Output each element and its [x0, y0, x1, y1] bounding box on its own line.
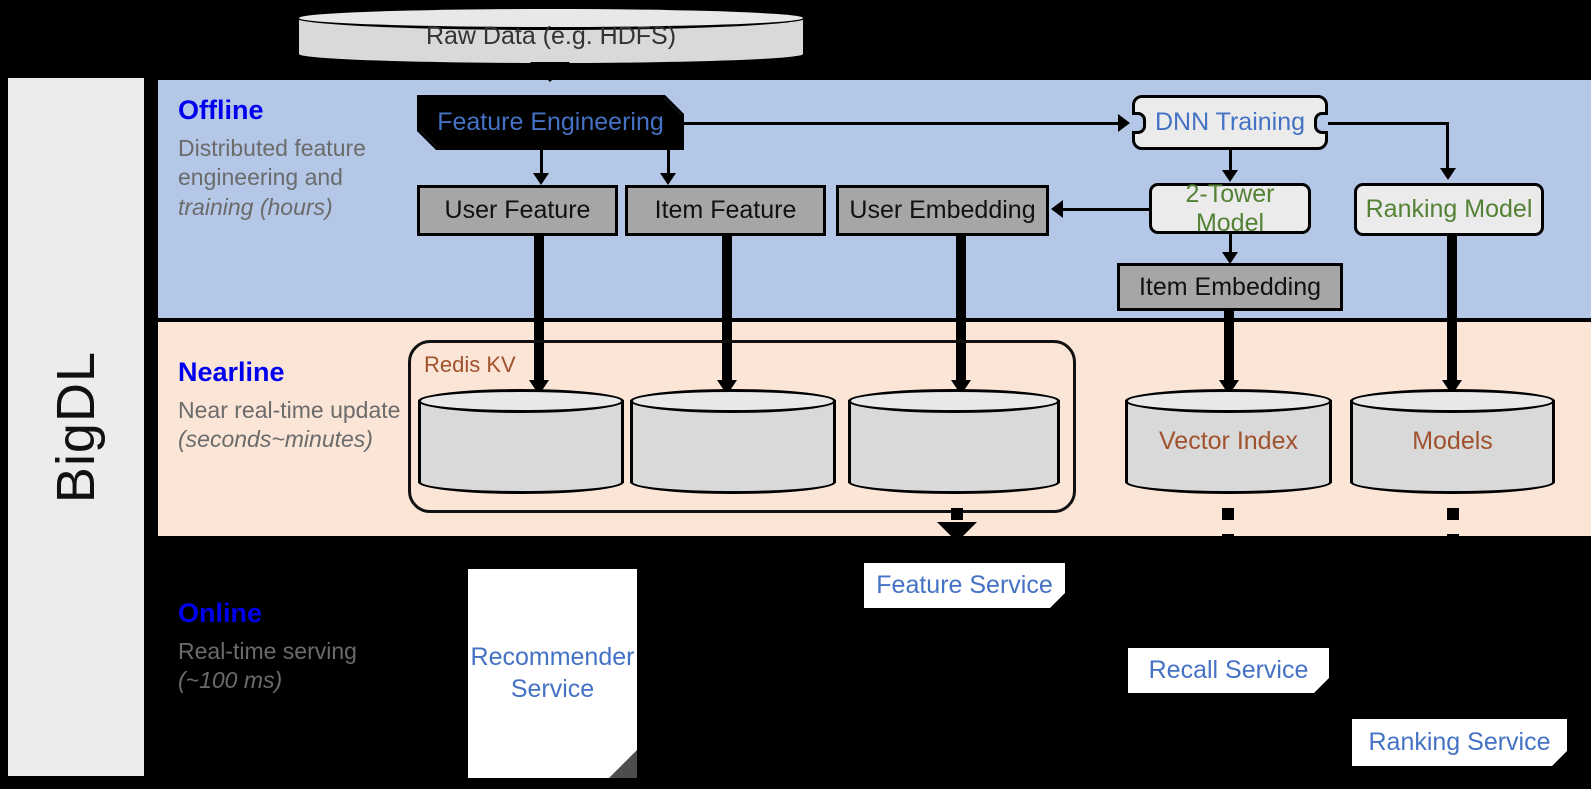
- pipe-rankingmodel-models: [1447, 236, 1457, 384]
- ranking-service-card[interactable]: Ranking Service: [1352, 719, 1567, 766]
- ranking-model-label: Ranking Model: [1365, 195, 1533, 223]
- cylinder-body: [630, 400, 836, 483]
- feature-service-card[interactable]: Feature Service: [864, 563, 1065, 608]
- cylinder-top: [1350, 389, 1555, 413]
- feature-engineering-box[interactable]: Feature Engineering: [420, 98, 681, 147]
- store-item-feature-cylinder: [630, 389, 836, 494]
- feature-service-label: Feature Service: [876, 571, 1053, 599]
- dash-userembedding-featureservice: [951, 508, 963, 520]
- band-online-desc-em: (~100 ms): [178, 667, 283, 694]
- arrowhead-fe-itemfeature: [660, 173, 676, 185]
- dash-models-2: [1447, 534, 1459, 546]
- cylinder-body: [1350, 400, 1555, 483]
- item-embedding-box[interactable]: Item Embedding: [1117, 263, 1343, 311]
- connector-twotower-itemembedding: [1229, 234, 1232, 256]
- recall-service-card[interactable]: Recall Service: [1128, 648, 1329, 693]
- redis-kv-group: [408, 340, 1076, 513]
- connector-dnn-twotower: [1229, 150, 1232, 172]
- pipe-itemfeature-store: [722, 236, 732, 384]
- arrowhead-fe-userfeature: [533, 173, 549, 185]
- arrowhead-featureservice: [937, 522, 977, 542]
- dash-vectorindex-2: [1222, 534, 1234, 546]
- band-nearline-desc-text: Near real-time update: [178, 397, 401, 423]
- pipe-userembedding-store: [956, 236, 966, 384]
- connector-dnn-ranking-v: [1446, 122, 1449, 170]
- pipe-itemembedding-vectorindex: [1224, 311, 1234, 384]
- arrowhead-rawdata-fe: [530, 62, 570, 82]
- models-label: Models: [1412, 427, 1493, 455]
- user-feature-label: User Feature: [444, 196, 591, 224]
- cylinder-top: [848, 389, 1060, 413]
- item-feature-label: Item Feature: [654, 196, 797, 224]
- feature-engineering-outline: Feature Engineering: [417, 95, 684, 150]
- two-tower-model-box[interactable]: 2-Tower Model: [1149, 180, 1311, 237]
- arrowhead-dnn-twotower: [1222, 170, 1238, 182]
- band-nearline-desc-em: (seconds~minutes): [178, 426, 373, 453]
- redis-kv-label: Redis KV: [424, 352, 516, 377]
- arrowhead-dnn-ranking: [1440, 168, 1456, 180]
- band-label-online: Online Real-time serving (~100 ms): [178, 598, 408, 696]
- cylinder-top: [296, 6, 806, 30]
- arrowhead-twotower-itemembedding: [1222, 252, 1238, 264]
- two-tower-model-label: 2-Tower Model: [1185, 179, 1275, 237]
- band-online-desc-text: Real-time serving: [178, 638, 357, 664]
- band-label-offline: Offline Distributed feature engineering …: [178, 95, 408, 222]
- arrowhead-twotower-userembedding: [1051, 200, 1063, 218]
- cylinder-top: [1125, 389, 1332, 413]
- store-user-embedding-cylinder: [848, 389, 1060, 494]
- arrowhead-fe-dnn: [1118, 114, 1130, 132]
- bigdl-framework-rail: BigDL: [8, 78, 144, 776]
- store-user-feature-cylinder: [418, 389, 624, 494]
- band-label-nearline: Nearline Near real-time update (seconds~…: [178, 357, 408, 455]
- band-nearline-description: Near real-time update (seconds~minutes): [178, 396, 408, 455]
- feature-engineering-label: Feature Engineering: [437, 108, 664, 136]
- bigdl-label: BigDL: [46, 350, 106, 504]
- connector-dnn-ranking-h: [1328, 122, 1449, 125]
- cylinder-top: [630, 389, 836, 413]
- band-online-title: Online: [178, 598, 263, 628]
- models-cylinder: Models: [1350, 389, 1555, 494]
- raw-data-label: Raw Data (e.g. HDFS): [425, 21, 677, 50]
- pipe-userfeature-store: [534, 236, 544, 384]
- cylinder-top: [418, 389, 624, 413]
- ranking-model-box[interactable]: Ranking Model: [1354, 183, 1544, 236]
- ranking-service-label: Ranking Service: [1368, 728, 1551, 756]
- vector-index-label: Vector Index: [1159, 427, 1298, 455]
- connector-fe-itemfeature: [667, 150, 670, 175]
- raw-data-cylinder: Raw Data (e.g. HDFS): [296, 6, 806, 66]
- dnn-notch-left: [1132, 111, 1146, 134]
- dnn-training-box[interactable]: DNN Training: [1132, 95, 1328, 150]
- band-offline-desc-text: Distributed feature engineering and: [178, 135, 366, 191]
- recommender-service-card[interactable]: Recommender Service: [468, 569, 637, 778]
- dnn-training-label: DNN Training: [1154, 108, 1306, 136]
- cylinder-body: [418, 400, 624, 483]
- vector-index-cylinder: Vector Index: [1125, 389, 1332, 494]
- band-nearline-title: Nearline: [178, 357, 285, 387]
- dnn-notch-right: [1314, 111, 1328, 134]
- recommender-service-label: Recommender Service: [470, 643, 635, 703]
- item-embedding-label: Item Embedding: [1138, 272, 1322, 301]
- user-embedding-box[interactable]: User Embedding: [836, 185, 1049, 236]
- user-feature-box[interactable]: User Feature: [417, 185, 618, 236]
- cylinder-body: [848, 400, 1060, 483]
- band-offline-description: Distributed feature engineering and trai…: [178, 134, 408, 222]
- user-embedding-label: User Embedding: [849, 196, 1036, 224]
- connector-fe-userfeature: [540, 150, 543, 175]
- band-offline-title: Offline: [178, 95, 264, 125]
- cylinder-body: [1125, 400, 1332, 483]
- dash-vectorindex-1: [1222, 508, 1234, 520]
- recall-service-label: Recall Service: [1148, 656, 1309, 684]
- connector-fe-dnn: [684, 122, 1124, 125]
- dash-models-1: [1447, 508, 1459, 520]
- item-feature-box[interactable]: Item Feature: [625, 185, 826, 236]
- connector-twotower-userembedding: [1063, 208, 1151, 211]
- band-online-description: Real-time serving (~100 ms): [178, 637, 408, 696]
- band-offline-desc-em: training (hours): [178, 193, 333, 220]
